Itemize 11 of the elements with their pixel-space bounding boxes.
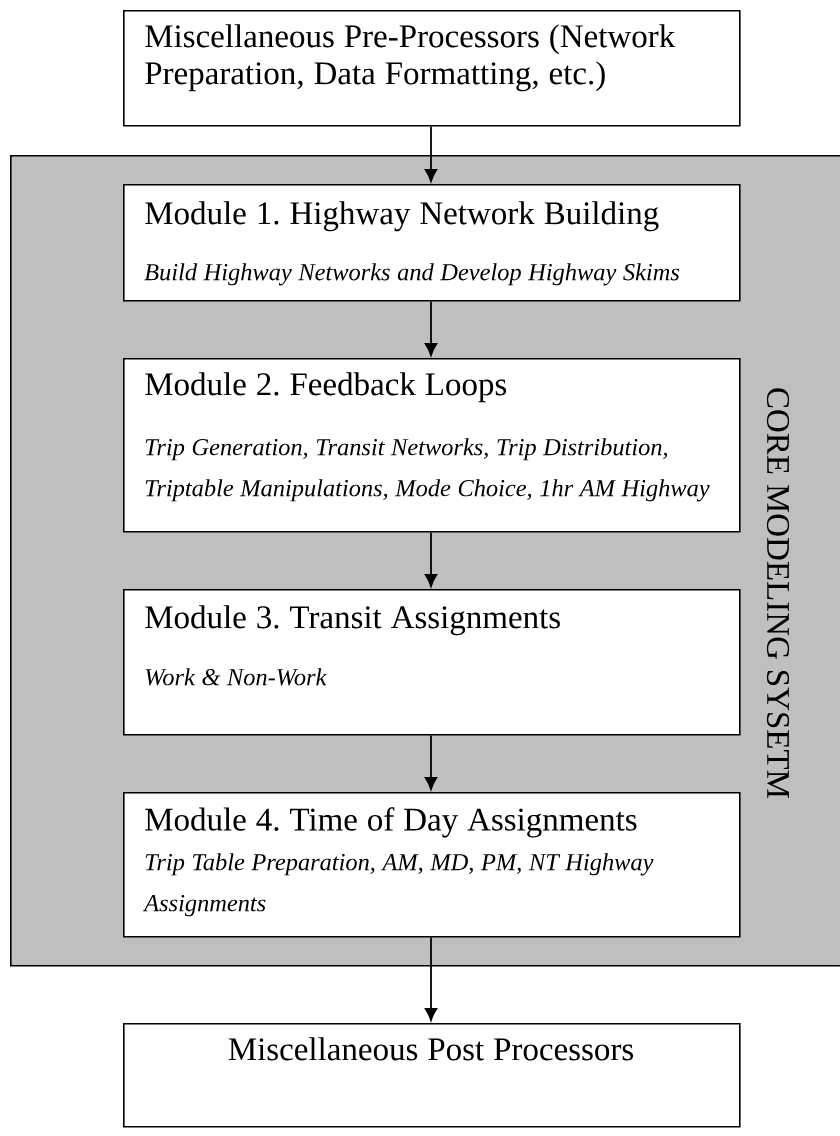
- module-box: Module 1. Highway Network Building Build Highway Networks and Develop Highway Skims: [123, 184, 741, 302]
- arrow: [424, 734, 438, 790]
- process-box: Miscellaneous Post Processors: [123, 1023, 741, 1128]
- arrow: [424, 300, 438, 356]
- arrow: [424, 125, 438, 182]
- module-box: Module 4. Time of Day Assignments Trip Table Preparation, AM, MD, PM, NT Highway Assignments: [123, 792, 741, 938]
- module-box: Module 2. Feedback Loops Trip Generation, Transit Networks, Trip Distribution, Triptable Manipulations, Mode Choice, 1hr AM Highway: [123, 358, 741, 533]
- arrow: [424, 936, 438, 1021]
- module-box: Module 3. Transit Assignments Work & Non-Work: [123, 589, 741, 736]
- arrow: [424, 531, 438, 587]
- process-box: Miscellaneous Pre-Processors (Network Preparation, Data Formatting, etc.): [123, 10, 741, 127]
